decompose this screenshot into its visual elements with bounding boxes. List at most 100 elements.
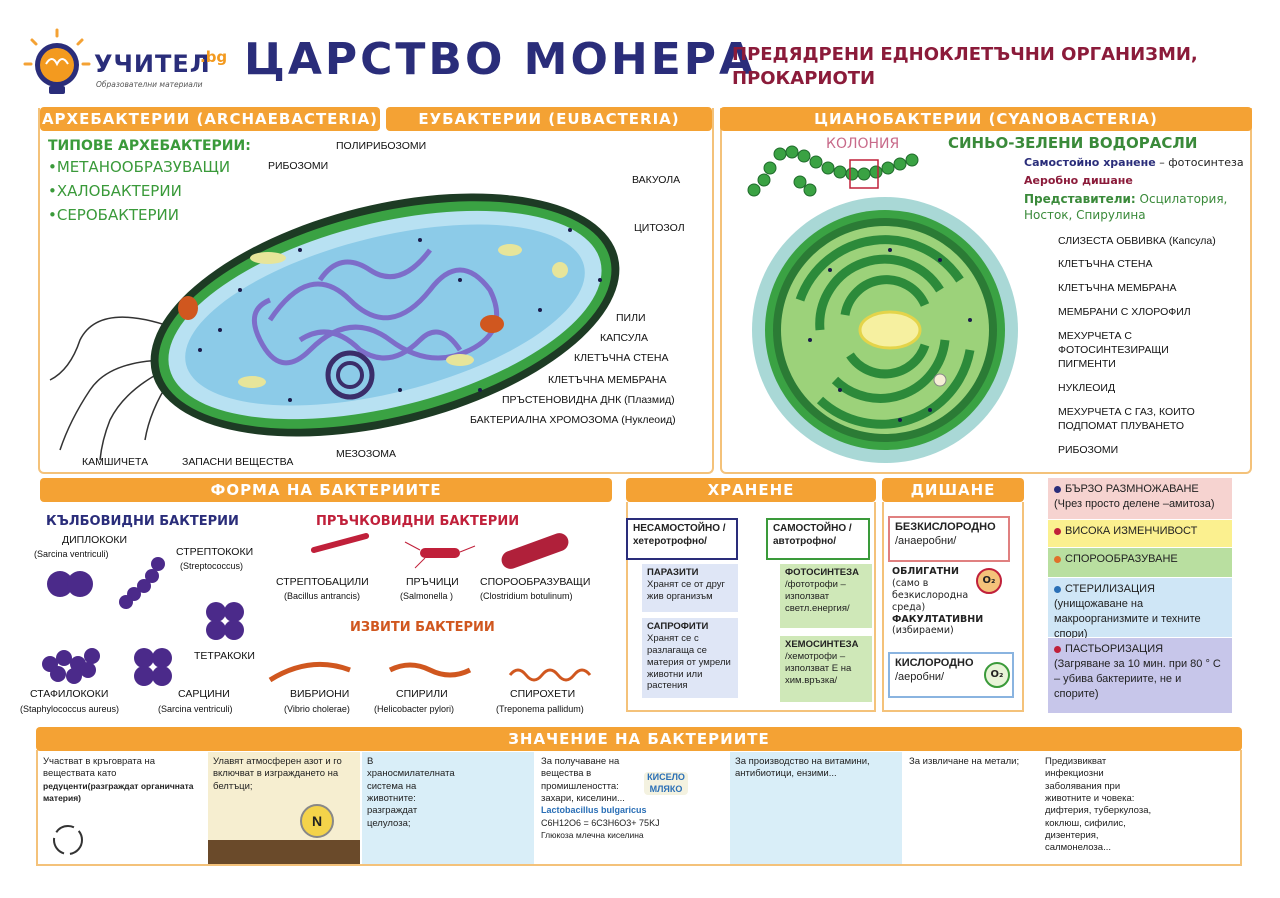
property-5-dot — [1054, 645, 1061, 653]
property-5: ПАСТЬОРИЗАЦИЯ(Загряване за 10 мин. при 8… — [1048, 638, 1232, 714]
respiration-frame — [882, 502, 1024, 712]
diplo-latin: (Sarcina ventriculi) — [34, 549, 109, 559]
eubact-header: ЕУБАКТЕРИИ (EUBACTERIA) — [386, 107, 712, 131]
importance-panel-3: В храносмилателната система на животните… — [362, 752, 534, 864]
logo-tld: .bg — [200, 48, 228, 66]
sapro-text: Хранят се с разлагаща се материя от умре… — [647, 632, 731, 692]
cyano-label-ribosomes: РИБОЗОМИ — [1058, 444, 1119, 456]
cocci-title: КЪЛБОВИДНИ БАКТЕРИИ — [46, 514, 239, 529]
archae-types-title: ТИПОВЕ АРХЕБАКТЕРИИ: — [48, 138, 251, 154]
page-subtitle-2: ПРОКАРИОТИ — [732, 68, 876, 89]
cyano-label-gas-2: ПОДПОМАТ ПЛУВАНЕТО — [1058, 420, 1185, 432]
importance-panel-4: За получаване на вещества в промишленост… — [536, 752, 728, 864]
yogurt-label: КИСЕЛО МЛЯКО — [644, 772, 688, 796]
chemo-title: ХЕМОСИНТЕЗА — [785, 639, 859, 650]
property-4-desc: (унищожаване на макроорганизмите и техни… — [1054, 597, 1201, 640]
importance-frame — [36, 750, 1242, 866]
cyano-label-pigment-2: ФОТОСИНТЕЗИРАЩИ — [1058, 344, 1169, 356]
anaer-text: /анаеробни/ — [895, 534, 957, 547]
streptobac-latin: (Bacillus antrancis) — [284, 591, 361, 601]
property-1-dot — [1054, 485, 1061, 493]
cyano-label-gas-1: МЕХУРЧЕТА С ГАЗ, КОИТО — [1058, 406, 1195, 418]
nutrition-auto: САМОСТОЙНО /автотрофно/ — [766, 518, 870, 560]
importance-header: ЗНАЧЕНИЕ НА БАКТЕРИИТЕ — [36, 727, 1242, 751]
staph-label: СТАФИЛОКОКИ — [30, 688, 109, 700]
cyano-title: СИНЬО-ЗЕЛЕНИ ВОДОРАСЛИ — [948, 134, 1198, 152]
property-5-desc: (Загряване за 10 мин. при 80 ° С – убива… — [1054, 657, 1221, 700]
importance-panel-5: За производство на витамини, антибиотици… — [730, 752, 902, 864]
cyano-label-pigment-1: МЕХУРЧЕТА С — [1058, 330, 1132, 342]
aer-title: КИСЛОРОДНО — [895, 657, 974, 669]
label-ribosomes: РИБОЗОМИ — [268, 160, 329, 172]
label-mesosome: МЕЗОЗОМА — [336, 448, 397, 460]
property-1-desc: (Чрез просто делене –амитоза) — [1054, 497, 1215, 510]
importance-6-text: За извличане на метали; — [909, 756, 1020, 767]
sarc-latin: (Sarcina ventriculi) — [158, 704, 233, 714]
anaer-title: БЕЗКИСЛОРОДНО — [895, 521, 996, 533]
spore-latin: (Clostridium botulinum) — [480, 591, 573, 601]
importance-panel-2: Улавят атмосферен азот и го включват в и… — [208, 752, 360, 864]
colony-label: КОЛОНИЯ — [826, 136, 900, 152]
chemo-text: /хемотрофи – използват E на хим.връзка/ — [785, 650, 852, 686]
property-1: БЪРЗО РАЗМНОЖАВАНЕ (Чрез просто делене –а… — [1048, 478, 1232, 520]
importance-1-text: Участват в кръговрата на веществата като — [43, 756, 156, 780]
importance-5-text: За производство на витамини, антибиотици… — [735, 756, 870, 780]
importance-1-bold: редуценти(разграждат органичната материя… — [43, 780, 194, 804]
property-1-title: БЪРЗО РАЗМНОЖАВАНЕ — [1065, 483, 1199, 495]
tetra-label: ТЕТРАКОКИ — [194, 650, 255, 662]
archae-type-2: •ХАЛОБАКТЕРИИ — [48, 182, 182, 200]
importance-4-formula-labels: Глюкоза млечна киселина — [541, 830, 644, 841]
facult-title: ФАКУЛТАТИВНИ — [892, 613, 984, 625]
cyano-label-cell-membrane: КЛЕТЪЧНА МЕМБРАНА — [1058, 282, 1177, 294]
label-vacuole: ВАКУОЛА — [632, 174, 681, 186]
respiration-header: ДИШАНЕ — [882, 478, 1024, 502]
vibrio-latin: (Vibrio cholerae) — [284, 704, 350, 714]
cyano-label-cell-wall: КЛЕТЪЧНА СТЕНА — [1058, 258, 1153, 270]
curved-title: ИЗВИТИ БАКТЕРИИ — [350, 620, 495, 635]
property-4-title: СТЕРИЛИЗАЦИЯ — [1065, 583, 1155, 595]
rod-label: ПРЪЧИЦИ — [406, 576, 459, 588]
facult-text: (избираеми) — [892, 625, 954, 637]
nutrition-frame — [626, 502, 876, 712]
spiro-label: СПИРОХЕТИ — [510, 688, 576, 700]
spiril-label: СПИРИЛИ — [396, 688, 448, 700]
photo-title: ФОТОСИНТЕЗА — [785, 567, 859, 578]
oblig-title: ОБЛИГАТНИ — [892, 566, 959, 577]
sapro-title: САПРОФИТИ — [647, 621, 709, 632]
nitrogen-icon: N — [300, 804, 334, 838]
cycle-icon — [53, 825, 83, 855]
logo-name: УЧИТЕЛ — [94, 50, 211, 78]
importance-4-formula: C6H12O6 = 6C3H6O3+ 75KJ — [541, 817, 660, 828]
property-3-title: СПОРООБРАЗУВАНЕ — [1065, 553, 1178, 565]
no-oxygen-icon: O₂ — [976, 568, 1002, 594]
bacterium-illustration — [49, 193, 620, 460]
sarc-label: САРЦИНИ — [178, 688, 230, 700]
label-flagella: КАМШИЧЕТА — [82, 456, 149, 468]
cyano-nutrition-key: Самостойно хранене — [1024, 156, 1156, 169]
label-cell-membrane: КЛЕТЪЧНА МЕМБРАНА — [548, 374, 667, 386]
cyano-label-nucleoid: НУКЛЕОИД — [1058, 382, 1116, 394]
importance-panel-1: Участват в кръговрата на веществата като… — [38, 752, 206, 864]
label-capsule: КАПСУЛА — [600, 332, 648, 344]
cyano-label-pigment-3: ПИГМЕНТИ — [1058, 358, 1116, 370]
rod-latin: (Salmonella ) — [400, 591, 454, 601]
cyano-label-capsule: СЛИЗЕСТА ОБВИВКА (Капсула) — [1058, 235, 1216, 247]
spiril-latin: (Helicobacter pylori) — [374, 704, 455, 714]
property-4-dot — [1054, 585, 1061, 593]
vibrio-label: ВИБРИОНИ — [290, 688, 350, 700]
label-plasmid: ПРЪСТЕНОВИДНА ДНК (Плазмид) — [502, 394, 675, 406]
label-pili: ПИЛИ — [616, 312, 646, 324]
parasites-text: Хранят се от друг жив организъм — [647, 578, 725, 602]
property-2-dot — [1054, 527, 1061, 535]
archae-type-1: •МЕТАНООБРАЗУВАЩИ — [48, 158, 231, 176]
label-cell-wall: КЛЕТЪЧНА СТЕНА — [574, 352, 669, 364]
cyano-nutrition: Самостойно хранене – фотосинтеза — [1024, 156, 1244, 169]
property-2-title: ВИСОКА ИЗМЕНЧИВОСТ — [1065, 525, 1198, 537]
importance-panel-6: За извличане на метали; — [904, 752, 1038, 864]
rods-title: ПРЪЧКОВИДНИ БАКТЕРИИ — [316, 514, 520, 529]
property-2: ВИСОКА ИЗМЕНЧИВОСТ — [1048, 520, 1232, 548]
label-cytosol: ЦИТОЗОЛ — [634, 222, 685, 234]
archae-header: АРХЕБАКТЕРИИ (ARCHAEBACTERIA) — [40, 107, 380, 131]
